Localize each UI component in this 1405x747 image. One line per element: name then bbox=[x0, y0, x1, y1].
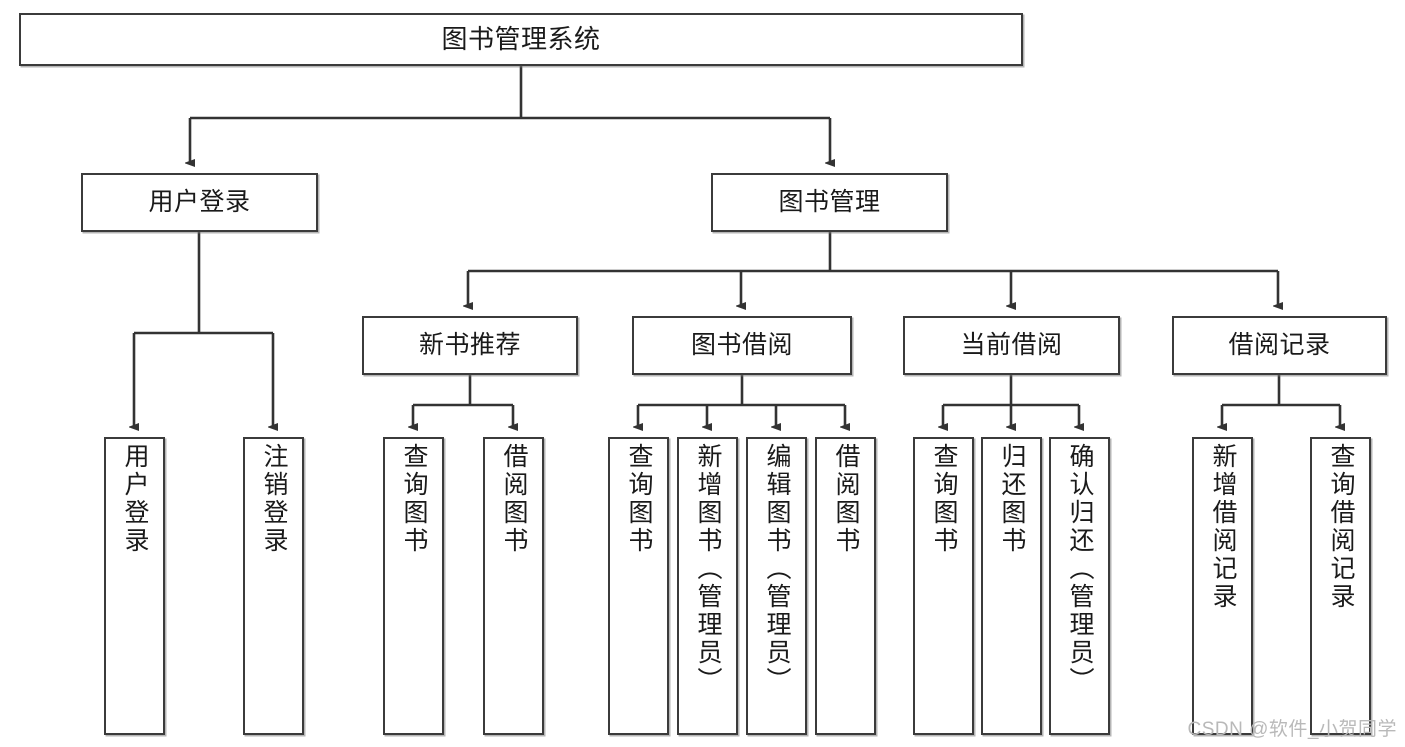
node-label: 用户登录 bbox=[121, 443, 149, 555]
node-leaf-add-borrow-record[interactable]: 新增借阅记录 bbox=[1192, 437, 1253, 735]
node-leaf-borrow-book[interactable]: 借阅图书 bbox=[815, 437, 876, 735]
node-label: 注销登录 bbox=[260, 443, 288, 555]
node-label: 借阅记录 bbox=[1228, 330, 1331, 359]
node-label: 查询图书 bbox=[400, 443, 428, 555]
node-book-management[interactable]: 图书管理 bbox=[711, 173, 948, 232]
node-label: 用户登录 bbox=[148, 187, 251, 216]
node-leaf-query-book-borrow[interactable]: 查询图书 bbox=[608, 437, 669, 735]
node-borrow-record[interactable]: 借阅记录 bbox=[1172, 316, 1387, 375]
node-label: 查询借阅记录 bbox=[1327, 443, 1355, 611]
node-current-borrow[interactable]: 当前借阅 bbox=[903, 316, 1120, 375]
node-label: 编辑图书（管理员） bbox=[763, 443, 791, 695]
node-leaf-query-borrow-record[interactable]: 查询借阅记录 bbox=[1310, 437, 1371, 735]
node-leaf-query-book-recommend[interactable]: 查询图书 bbox=[383, 437, 444, 735]
node-user-login[interactable]: 用户登录 bbox=[81, 173, 318, 232]
node-label: 新书推荐 bbox=[418, 330, 521, 359]
node-leaf-user-login[interactable]: 用户登录 bbox=[104, 437, 165, 735]
node-label: 新增借阅记录 bbox=[1209, 443, 1237, 611]
node-leaf-confirm-return-admin[interactable]: 确认归还（管理员） bbox=[1049, 437, 1110, 735]
node-root-system[interactable]: 图书管理系统 bbox=[19, 13, 1023, 66]
node-label: 确认归还（管理员） bbox=[1066, 443, 1094, 695]
node-leaf-borrow-book-recommend[interactable]: 借阅图书 bbox=[483, 437, 544, 735]
node-label: 图书管理系统 bbox=[441, 24, 601, 55]
node-label: 归还图书 bbox=[998, 443, 1026, 555]
node-label: 借阅图书 bbox=[500, 443, 528, 555]
node-leaf-edit-book-admin[interactable]: 编辑图书（管理员） bbox=[746, 437, 807, 735]
node-leaf-logout[interactable]: 注销登录 bbox=[243, 437, 304, 735]
node-leaf-query-book-current[interactable]: 查询图书 bbox=[913, 437, 974, 735]
node-label: 借阅图书 bbox=[832, 443, 860, 555]
node-leaf-add-book-admin[interactable]: 新增图书（管理员） bbox=[677, 437, 738, 735]
node-label: 图书借阅 bbox=[690, 330, 793, 359]
node-label: 当前借阅 bbox=[960, 330, 1063, 359]
csdn-watermark: CSDN @软件_小贺同学 bbox=[1187, 719, 1397, 740]
node-book-borrow[interactable]: 图书借阅 bbox=[632, 316, 852, 375]
node-label: 查询图书 bbox=[625, 443, 653, 555]
node-label: 图书管理 bbox=[778, 187, 881, 216]
node-leaf-return-book[interactable]: 归还图书 bbox=[981, 437, 1042, 735]
node-new-book-recommend[interactable]: 新书推荐 bbox=[362, 316, 578, 375]
node-label: 查询图书 bbox=[930, 443, 958, 555]
node-label: 新增图书（管理员） bbox=[694, 443, 722, 695]
